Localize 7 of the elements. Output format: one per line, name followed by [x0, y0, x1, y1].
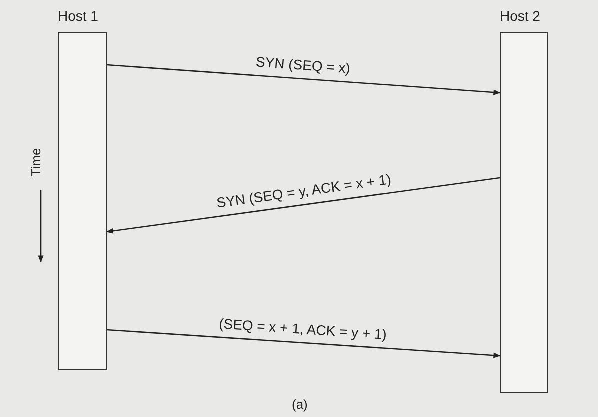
caption: (a) — [292, 397, 308, 412]
host-label: Host 1 — [58, 8, 98, 24]
arrow — [106, 64, 501, 96]
arrow — [106, 177, 500, 234]
axis-label: Time — [28, 148, 44, 177]
arrow — [106, 329, 501, 358]
host-label: Host 2 — [500, 8, 540, 24]
